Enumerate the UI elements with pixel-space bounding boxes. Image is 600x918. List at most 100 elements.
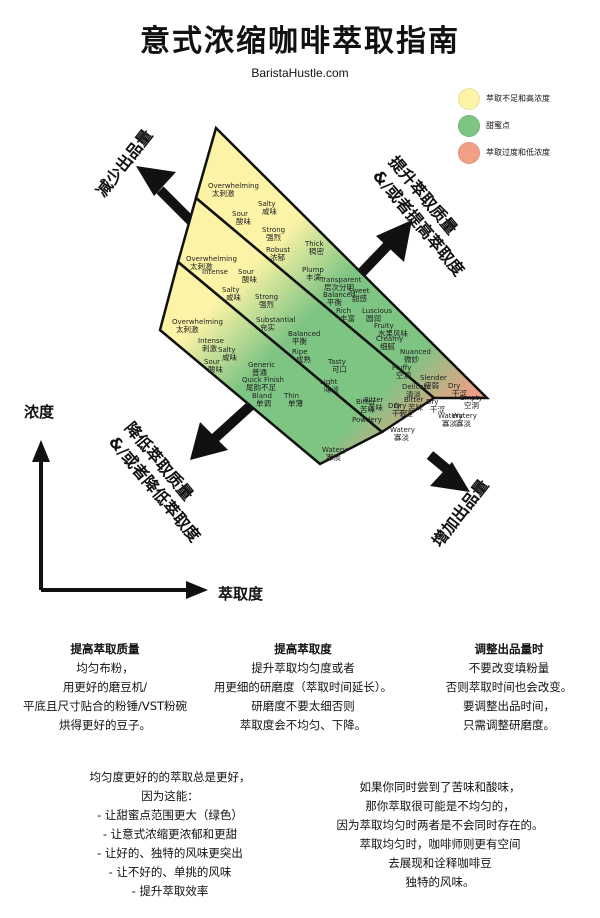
taste-label-cn: 清淡 (406, 389, 421, 399)
text-line: - 让意式浓缩更浓郁和更甜 (102, 827, 238, 841)
taste-label-en: Tasty (327, 358, 346, 366)
taste-label-cn: 平衡 (327, 297, 342, 307)
text-line: 平底且尺寸贴合的粉锤/VST粉碗 (22, 699, 188, 713)
taste-label-en: Overwhelming (172, 318, 223, 326)
taste-label-cn: 太刺激 (212, 188, 235, 198)
taste-label-en: Salty (222, 286, 240, 294)
text-line: 烘得更好的豆子。 (59, 718, 151, 732)
taste-label-en: Empty (460, 394, 483, 402)
taste-label-en: Bland (252, 392, 272, 400)
legend-item-sweetspot: 甜蜜点 (458, 113, 550, 138)
taste-label-en: Bitter (356, 398, 376, 406)
taste-label-cn: 单薄 (288, 398, 303, 408)
taste-label-en: Dry (426, 398, 438, 406)
taste-label-en: Strong (255, 293, 278, 301)
taste-label-en: Bitter (404, 396, 424, 404)
legend-label: 萃取不足和高浓度 (486, 94, 550, 103)
taste-label-en: Creamy (376, 335, 403, 343)
taste-label-cn: 成熟 (296, 354, 311, 364)
taste-label-cn: 平衡 (292, 336, 307, 346)
taste-label-cn: 咸味 (222, 352, 237, 362)
taste-label-cn: 普通 (252, 367, 267, 377)
taste-label-en: Thick (304, 240, 325, 248)
taste-label-en: Robust (266, 246, 290, 254)
taste-label-en: Dry (448, 382, 460, 390)
arrow-increase-yield (426, 451, 470, 492)
taste-label-cn: 干涩 (398, 409, 413, 418)
text-line: 用更好的磨豆机/ (62, 680, 148, 694)
axes (32, 440, 208, 599)
legend-swatch-green (458, 114, 480, 137)
text-line: 独特的风味。 (405, 875, 475, 889)
taste-label-en: Transparent (319, 276, 362, 284)
taste-label-cn: 干涩 (392, 409, 407, 418)
adjust-yield-heading: 调整出品量时 (474, 642, 544, 656)
taste-label-en: Nuanced (400, 348, 431, 356)
text-line: 研磨度不要太细否则 (251, 699, 355, 713)
taste-label-cn: 微妙 (404, 354, 419, 364)
uniformity-block: 均匀度更好的的萃取总是更好， 因为这能： - 让甜蜜点范围更大（绿色） - 让意… (60, 768, 280, 901)
improve-quality-block: 提高萃取质量 均匀布粉， 用更好的磨豆机/ 平底且尺寸贴合的粉锤/VST粉碗 烘… (10, 640, 200, 735)
taste-label-en: Salty (218, 346, 236, 354)
y-axis-label: 浓度 (24, 403, 55, 421)
legend-label: 甜蜜点 (486, 121, 510, 130)
text-line: 只需调整研磨度。 (463, 718, 555, 732)
taste-label-en: Overwhelming (208, 182, 259, 190)
text-line: 否则萃取时间也会改变。 (445, 680, 573, 694)
improve-extraction-block: 提高萃取度 提升萃取均匀度或者 用更细的研磨度（萃取时间延长）。 研磨度不要太细… (196, 640, 410, 735)
taste-label-cn: 充实 (260, 322, 275, 332)
taste-label-en: Intense (198, 337, 224, 345)
adjust-yield-block: 调整出品量时 不要改变填粉量 否则萃取时间也会改变。 要调整出品时间， 只需调整… (424, 640, 594, 735)
page-title: 意式浓缩咖啡萃取指南 (140, 24, 460, 59)
bitter-sour-block: 如果你同时尝到了苦味和酸味， 那你萃取很可能是不均匀的， 因为萃取均匀时两者是不… (306, 778, 574, 892)
taste-label-cn: 苦味 (360, 404, 375, 414)
taste-label-cn: 细腻 (380, 341, 395, 351)
taste-label-cn: 酸味 (208, 364, 223, 374)
taste-label-en: Sweet (348, 287, 370, 295)
taste-label-en: Slender (420, 374, 447, 382)
taste-label-en: Watery (452, 412, 477, 420)
band-top-labels: Overwhelming太刺激Salty咸味Sour酸味Strong强烈Robu… (208, 182, 483, 428)
band-bottom (158, 259, 385, 466)
text-line: - 让甜蜜点范围更大（绿色） (97, 808, 243, 822)
text-line: 那你萃取很可能是不均匀的， (365, 799, 515, 813)
taste-label-cn: 咸味 (262, 206, 277, 216)
taste-label-cn: 干涩 (452, 389, 467, 398)
x-axis-label: 萃取度 (218, 585, 264, 603)
taste-label-cn: 空洞 (464, 400, 479, 410)
decrease-yield-label: 减少出品量 (92, 126, 156, 201)
taste-label-en: Fluffy (392, 364, 411, 372)
taste-label-en: Sour (204, 358, 220, 366)
taste-label-en: Watery (438, 412, 463, 420)
text-line: - 提升萃取效率 (131, 884, 209, 898)
taste-label-en: Balanced (323, 291, 355, 299)
taste-label-cn: 甜感 (352, 293, 367, 303)
taste-label-cn: 可口 (332, 365, 347, 374)
text-line: 均匀度更好的的萃取总是更好， (89, 770, 251, 784)
text-line: 要调整出品时间， (463, 699, 555, 713)
taste-label-en: Watery (322, 446, 347, 454)
text-line: 均匀布粉， (76, 661, 134, 675)
taste-label-en: Sour (238, 268, 254, 276)
text-line: 因为这能： (141, 789, 199, 803)
taste-label-cn: 刺激 (202, 343, 217, 353)
taste-label-en: Overwhelming (186, 255, 237, 263)
taste-label-cn: 强烈 (266, 233, 281, 242)
text-line: 因为萃取均匀时两者是不会同时存在的。 (336, 818, 544, 832)
text-line: 去展现和诠释咖啡豆 (388, 856, 492, 870)
taste-label-cn: 丰富 (340, 313, 355, 323)
legend-swatch-yellow (458, 87, 480, 110)
taste-label-cn: 层次分明 (324, 282, 354, 292)
improve-extraction-heading: 提高萃取度 (274, 642, 332, 656)
legend-item-overextracted: 萃取过度和低浓度 (458, 140, 550, 165)
legend-swatch-red (458, 141, 480, 164)
taste-label-en: Substantial (256, 316, 295, 324)
text-line: 用更细的研磨度（萃取时间延长）。 (213, 680, 393, 694)
taste-label-cn: 寡淡 (326, 452, 341, 462)
improve-quality-heading: 提高萃取质量 (70, 642, 140, 656)
taste-label-en: Intense (202, 268, 228, 276)
taste-label-cn: 苦味 (368, 402, 383, 412)
taste-label-cn: 单调 (256, 398, 271, 408)
legend-item-underextracted: 萃取不足和高浓度 (458, 86, 550, 111)
legend-label: 萃取过度和低浓度 (486, 148, 550, 157)
